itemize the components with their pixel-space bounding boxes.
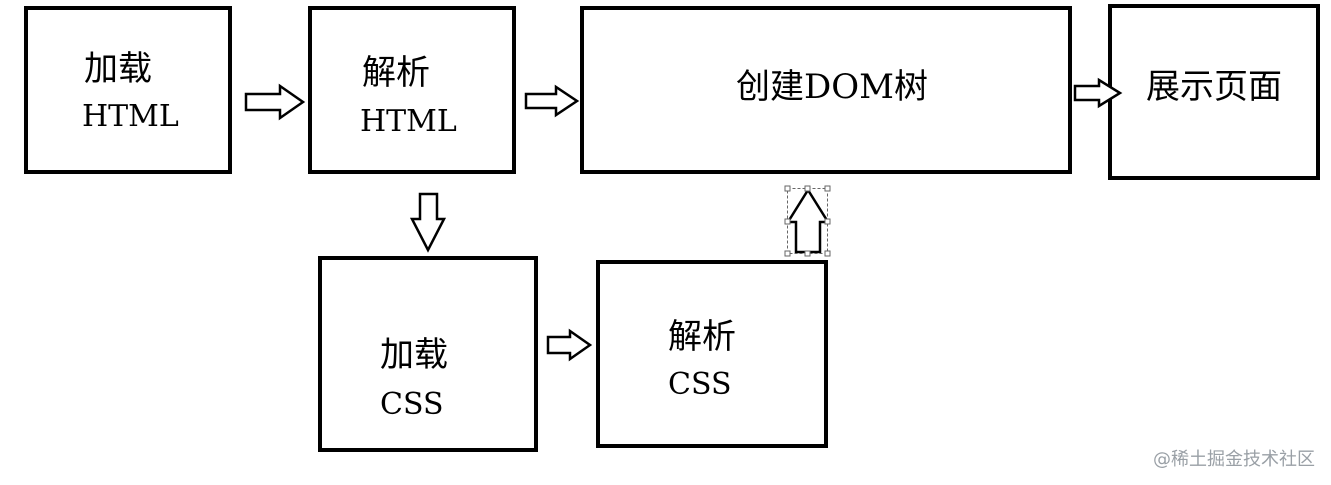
arrow-right-icon <box>524 84 580 118</box>
parse-css-label-zh: 解析 <box>668 317 736 357</box>
watermark: @稀土掘金技术社区 <box>1153 449 1315 470</box>
selection-frame <box>784 185 831 257</box>
show-page-label: 展示页面 <box>1146 67 1282 107</box>
build-dom-label: 创建DOM树 <box>736 67 928 107</box>
load-css-label-en: CSS <box>380 387 444 422</box>
parse-html-label-zh: 解析 <box>362 53 430 93</box>
arrow-right-icon <box>546 328 593 362</box>
node-load-html <box>24 6 232 174</box>
node-build-dom <box>580 6 1072 174</box>
load-html-label-zh: 加载 <box>84 49 152 89</box>
node-load-css <box>318 256 538 452</box>
node-show-page <box>1108 4 1320 180</box>
arrow-up-icon <box>785 187 831 254</box>
arrow-right-icon <box>244 83 306 121</box>
parse-css-label-en: CSS <box>668 367 732 402</box>
node-parse-html <box>308 6 516 174</box>
arrow-right-icon <box>1073 77 1123 109</box>
parse-html-label-en: HTML <box>360 104 457 139</box>
node-parse-css <box>596 260 828 448</box>
load-css-label-zh: 加载 <box>380 335 448 375</box>
arrow-down-icon <box>409 192 447 253</box>
load-html-label-en: HTML <box>82 99 179 134</box>
